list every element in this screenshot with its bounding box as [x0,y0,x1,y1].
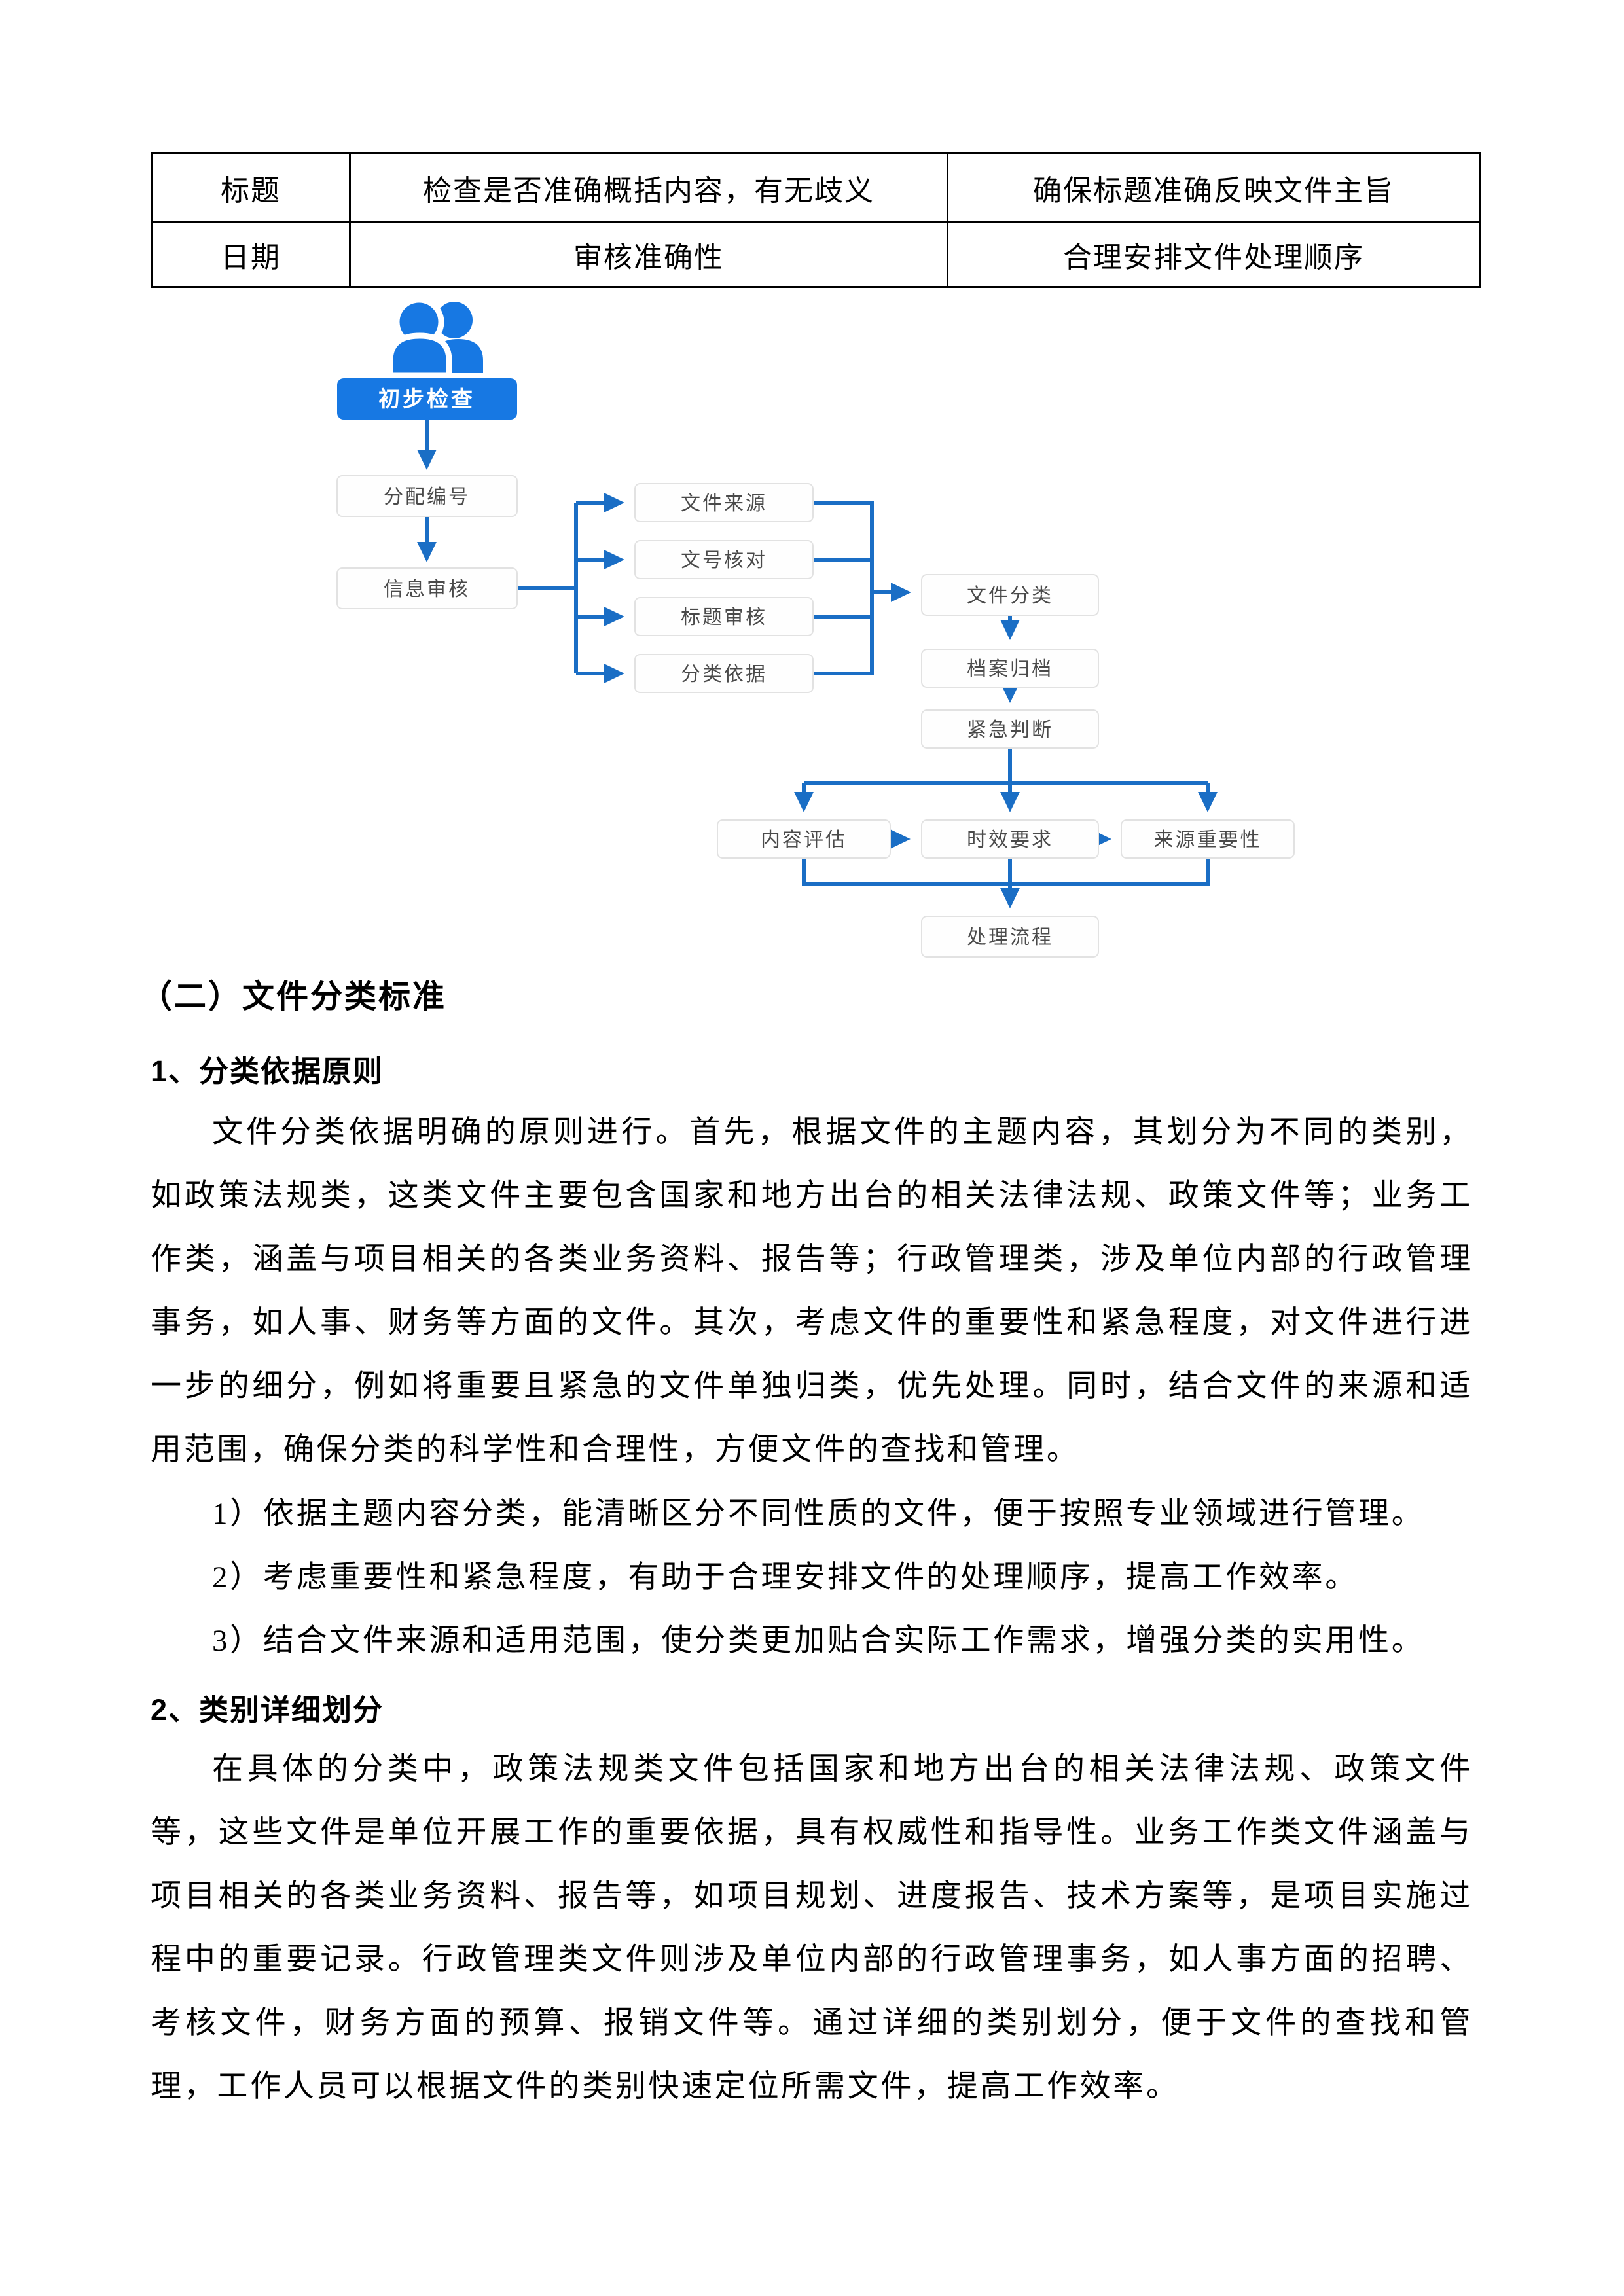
svg-text:分类依据: 分类依据 [681,664,767,685]
node-assign-number: 分配编号 [336,475,518,517]
svg-text:内容评估: 内容评估 [761,829,847,851]
paragraph-classification-principles: 文件分类依据明确的原则进行。首先，根据文件的主题内容，其划分为不同的类别，如政策… [151,1115,1473,1467]
node-file-classify: 文件分类 [921,574,1099,616]
svg-text:分配编号: 分配编号 [384,486,470,508]
node-doc-number-check: 文号核对 [634,540,814,579]
list-item: 1）依据主题内容分类，能清晰区分不同性质的文件，便于按照专业领域进行管理。 [212,1497,1425,1531]
svg-text:文号核对: 文号核对 [681,550,767,571]
node-archive: 档案归档 [921,649,1099,688]
subsection-heading-2: 2、类别详细划分 [151,1693,384,1727]
paragraph-category-detail: 在具体的分类中，政策法规类文件包括国家和地方出台的相关法律法规、政策文件等，这些… [151,1752,1473,2104]
node-time-requirement: 时效要求 [921,819,1099,859]
principle-list: 1）依据主题内容分类，能清晰区分不同性质的文件，便于按照专业领域进行管理。 2）… [151,1482,1473,1673]
node-source-importance: 来源重要性 [1121,819,1295,859]
node-info-review: 信息审核 [336,567,518,609]
svg-text:档案归档: 档案归档 [967,658,1053,680]
list-item: 3）结合文件来源和适用范围，使分类更加贴合实际工作需求，增强分类的实用性。 [212,1624,1425,1658]
node-initial-check: 初步检查 [337,378,517,420]
list-item: 2）考虑重要性和紧急程度，有助于合理安排文件的处理顺序，提高工作效率。 [212,1560,1358,1594]
table-cell-purpose: 确保标题准确反映文件主旨 [947,152,1481,223]
svg-text:文件分类: 文件分类 [967,585,1053,607]
table-cell-purpose: 合理安排文件处理顺序 [947,221,1481,288]
svg-text:处理流程: 处理流程 [967,927,1053,948]
svg-text:紧急判断: 紧急判断 [967,719,1053,741]
table-row: 日期 审核准确性 合理安排文件处理顺序 [151,221,1481,288]
node-process-flow: 处理流程 [921,916,1099,958]
table-cell-check: 审核准确性 [349,221,948,288]
svg-text:来源重要性: 来源重要性 [1154,829,1262,851]
svg-text:标题审核: 标题审核 [681,607,767,628]
node-urgency-judge: 紧急判断 [921,709,1099,749]
node-file-source: 文件来源 [634,483,814,522]
svg-text:初步检查: 初步检查 [378,387,475,411]
document-flowchart: 初步检查 分配编号 信息审核 文件来源 文号核对 标题审核 分类依据 [336,296,1295,958]
node-classify-basis: 分类依据 [634,654,814,693]
review-table: 标题 检查是否准确概括内容，有无歧义 确保标题准确反映文件主旨 日期 审核准确性… [151,152,1481,288]
section-heading: （二）文件分类标准 [140,979,447,1014]
node-content-eval: 内容评估 [717,819,891,859]
svg-text:信息审核: 信息审核 [384,579,470,600]
people-icon [384,296,488,380]
table-row: 标题 检查是否准确概括内容，有无歧义 确保标题准确反映文件主旨 [151,152,1481,223]
table-cell-label: 标题 [151,152,351,223]
table-cell-check: 检查是否准确概括内容，有无歧义 [349,152,948,223]
subsection-heading-1: 1、分类依据原则 [151,1054,384,1088]
node-title-review: 标题审核 [634,597,814,636]
table-cell-label: 日期 [151,221,351,288]
svg-text:文件来源: 文件来源 [681,493,767,514]
svg-text:时效要求: 时效要求 [967,829,1053,851]
